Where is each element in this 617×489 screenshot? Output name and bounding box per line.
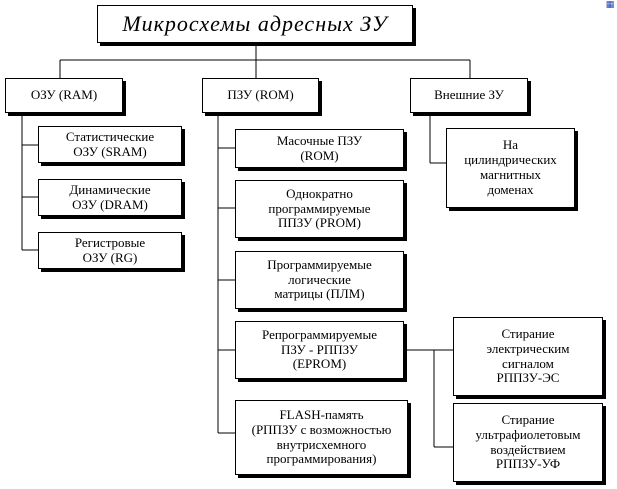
diagram-title: Микросхемы адресных ЗУ — [122, 11, 388, 37]
dram-label: Динамические ОЗУ (DRAM) — [69, 181, 151, 212]
pla-label: Программируемые логические матрицы (ПЛМ) — [267, 256, 372, 302]
flash-box: FLASH-память (РППЗУ с возможностью внутр… — [235, 400, 408, 475]
broken-image-icon: ▦ — [605, 0, 615, 10]
flash-label: FLASH-память (РППЗУ с возможностью внутр… — [251, 406, 392, 467]
register-ram-box: Регистровые ОЗУ (RG) — [38, 232, 182, 269]
external-box: Внешние ЗУ — [410, 78, 528, 113]
sram-box: Статистические ОЗУ (SRAM) — [38, 126, 182, 163]
mask-rom-box: Масочные ПЗУ (ROM) — [235, 129, 404, 168]
ram-box: ОЗУ (RAM) — [5, 78, 123, 113]
ram-label: ОЗУ (RAM) — [30, 87, 98, 103]
external-label: Внешние ЗУ — [434, 87, 504, 103]
dram-box: Динамические ОЗУ (DRAM) — [38, 179, 182, 216]
eprom-electric-box: Стирание электрическим сигналом РППЗУ-ЭС — [453, 317, 603, 396]
prom-box: Однократно программируемые ППЗУ (PROM) — [235, 180, 404, 238]
mask-rom-label: Масочные ПЗУ (ROM) — [276, 132, 363, 163]
cmd-storage-box: На цилиндрических магнитных доменах — [446, 128, 575, 208]
register-ram-label: Регистровые ОЗУ (RG) — [74, 234, 146, 265]
rom-label: ПЗУ (ROM) — [227, 87, 294, 103]
title-box: Микросхемы адресных ЗУ — [97, 5, 413, 43]
eprom-box: Репрограммируемые ПЗУ - РППЗУ (EPROM) — [235, 321, 404, 379]
sram-label: Статистические ОЗУ (SRAM) — [65, 128, 155, 159]
eprom-electric-label: Стирание электрическим сигналом РППЗУ-ЭС — [486, 325, 570, 386]
prom-label: Однократно программируемые ППЗУ (PROM) — [268, 185, 371, 231]
pla-box: Программируемые логические матрицы (ПЛМ) — [235, 251, 404, 309]
eprom-label: Репрограммируемые ПЗУ - РППЗУ (EPROM) — [262, 326, 377, 372]
eprom-uv-label: Стирание ультрафиолетовым воздействием Р… — [475, 411, 581, 472]
cmd-storage-label: На цилиндрических магнитных доменах — [464, 137, 557, 197]
eprom-uv-box: Стирание ультрафиолетовым воздействием Р… — [453, 403, 603, 482]
rom-box: ПЗУ (ROM) — [202, 78, 319, 113]
